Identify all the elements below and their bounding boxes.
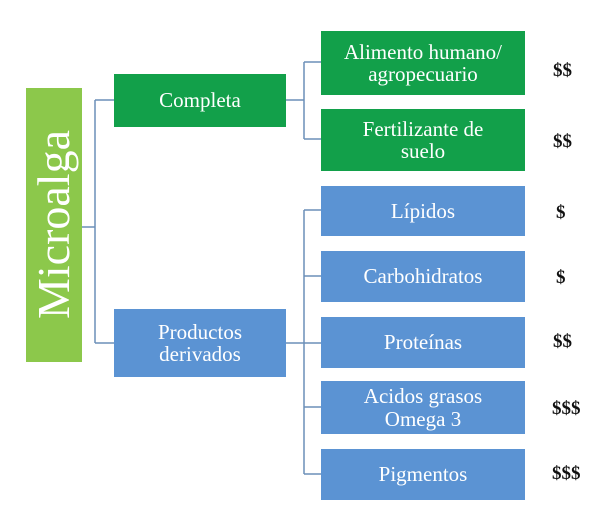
node-alimento-label: Alimento humano/ agropecuario bbox=[343, 39, 503, 86]
price-pigmentos: $$$ bbox=[552, 463, 581, 484]
node-lipidos: Lípidos bbox=[321, 186, 525, 236]
node-carbohidratos: Carbohidratos bbox=[321, 251, 525, 302]
node-alimento: Alimento humano/ agropecuario bbox=[321, 31, 525, 95]
node-acidos-grasos: Acidos grasos Omega 3 bbox=[321, 381, 525, 434]
branch-completa: Completa bbox=[114, 74, 286, 127]
node-fertilizante: Fertilizante de suelo bbox=[321, 109, 525, 171]
price-lipidos: $ bbox=[556, 202, 566, 223]
branch-completa-label: Completa bbox=[159, 88, 241, 113]
branch-derivados: Productos derivados bbox=[114, 309, 286, 377]
root-node: Microalga bbox=[26, 88, 82, 362]
price-carbohidratos: $ bbox=[556, 267, 566, 288]
node-pigmentos: Pigmentos bbox=[321, 449, 525, 500]
node-proteinas-label: Proteínas bbox=[383, 330, 463, 355]
price-alimento: $$ bbox=[553, 60, 572, 81]
node-fertilizante-label: Fertilizante de suelo bbox=[362, 116, 484, 163]
node-lipidos-label: Lípidos bbox=[390, 198, 456, 223]
price-proteinas: $$ bbox=[553, 331, 572, 352]
node-carbohidratos-label: Carbohidratos bbox=[363, 264, 483, 289]
node-acidos-grasos-label: Acidos grasos Omega 3 bbox=[363, 384, 483, 431]
node-pigmentos-label: Pigmentos bbox=[378, 462, 468, 487]
node-proteinas: Proteínas bbox=[321, 317, 525, 368]
root-label: Microalga bbox=[27, 130, 79, 320]
branch-derivados-label: Productos derivados bbox=[158, 319, 242, 366]
price-acidos-grasos: $$$ bbox=[552, 398, 581, 419]
price-fertilizante: $$ bbox=[553, 131, 572, 152]
